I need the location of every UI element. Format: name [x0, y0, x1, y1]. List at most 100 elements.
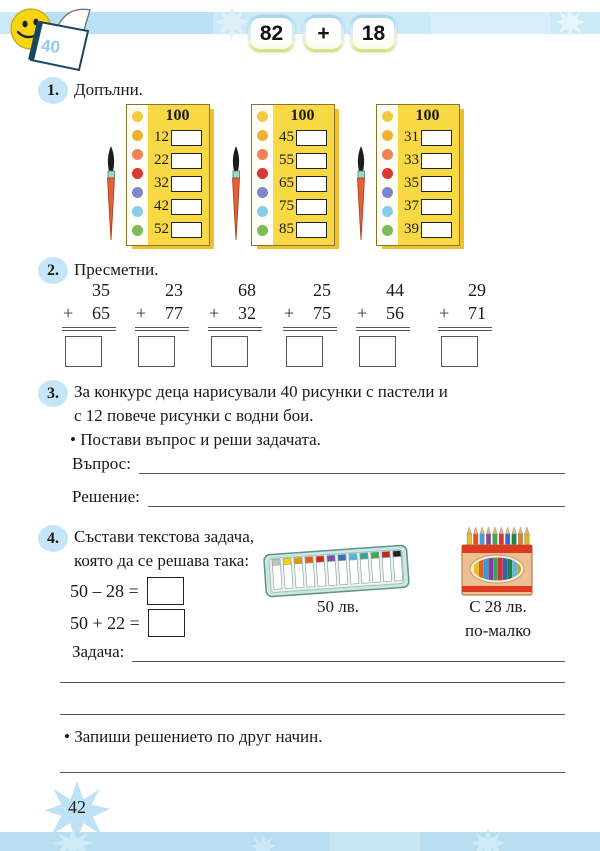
addend-bottom: 75: [313, 303, 331, 323]
addend: 75: [279, 198, 294, 214]
addend-bottom: 65: [92, 303, 110, 323]
answer-box[interactable]: [421, 152, 452, 169]
addend-bottom: 56: [386, 303, 404, 323]
addition-problem-4: 25 +75: [283, 279, 345, 367]
addend-top: 29: [468, 280, 486, 300]
complement-panel-group-1: 100 12 22 32 42 52: [99, 104, 210, 246]
paint-set-image: [263, 544, 410, 598]
panel-body: 100 31 33 35 37 39: [398, 105, 459, 245]
addition-problem-2: 23 +77: [135, 279, 197, 367]
sum-answer-box[interactable]: [359, 336, 396, 367]
solution-label: Решение:: [72, 487, 140, 506]
answer-box[interactable]: [296, 198, 327, 215]
dot-orange: [382, 149, 393, 160]
paintbrush-icon: [232, 146, 240, 241]
answer-box[interactable]: [296, 175, 327, 192]
addition-equation: 50 + 22 =: [70, 609, 185, 637]
star-decoration: [470, 829, 506, 851]
paints-price-label: 50 лв.: [316, 597, 359, 616]
answer-box[interactable]: [421, 198, 452, 215]
question-label: Въпрос:: [72, 454, 131, 473]
answer-box[interactable]: [171, 175, 202, 192]
answer-box[interactable]: [296, 129, 327, 146]
addition-problem-1: 35 +65: [62, 279, 124, 367]
addend-top: 44: [386, 280, 404, 300]
number-panel: 100 45 55 65 75 85: [251, 104, 335, 246]
question-write-line[interactable]: [138, 453, 565, 474]
subtraction-answer-box[interactable]: [146, 577, 184, 605]
answer-box[interactable]: [421, 175, 452, 192]
answer-box[interactable]: [421, 129, 452, 146]
dot-purple: [382, 187, 393, 198]
dot-orange: [257, 149, 268, 160]
paint-dots: [252, 105, 273, 245]
addend-top: 23: [165, 280, 183, 300]
dot-yellow: [382, 111, 393, 122]
pencil-box-image: [461, 526, 533, 596]
answer-box[interactable]: [296, 152, 327, 169]
equals-line: [356, 327, 410, 331]
exercise4-bullet: • Запиши решението по друг начин.: [64, 727, 323, 746]
answer-box[interactable]: [421, 221, 452, 238]
exercise4-text-line1: Състави текстова задача,: [74, 527, 255, 546]
addend: 32: [154, 175, 169, 191]
dot-yellow: [132, 111, 143, 122]
star-decoration: [215, 6, 249, 40]
addend-top: 68: [238, 280, 256, 300]
addend: 31: [404, 129, 419, 145]
addend: 37: [404, 198, 419, 214]
addition-problem-3: 68 +32: [208, 279, 270, 367]
equals-line: [135, 327, 189, 331]
equation-operand1-chip: 82: [248, 15, 295, 52]
solution-write-line[interactable]: [147, 486, 565, 507]
answer-box[interactable]: [171, 198, 202, 215]
write-line[interactable]: [60, 752, 565, 773]
write-line[interactable]: [60, 662, 565, 683]
exercise2-number: 2.: [38, 257, 68, 284]
addend: 45: [279, 129, 294, 145]
answer-box[interactable]: [171, 221, 202, 238]
task-label: Задача:: [72, 642, 125, 661]
operand2-value: 18: [353, 18, 394, 49]
dot-green: [257, 225, 268, 236]
task-field: Задача:: [72, 641, 565, 662]
pencils-price-line1: С 28 лв.: [469, 597, 527, 616]
plus-sign: +: [63, 303, 74, 323]
paintbrush-icon: [107, 146, 115, 241]
dot-green: [382, 225, 393, 236]
task-write-line[interactable]: [132, 641, 565, 662]
sum-answer-box[interactable]: [138, 336, 175, 367]
exercise3-text-line2: с 12 повече рисунки с водни бои.: [74, 406, 314, 425]
complement-panel-group-3: 100 31 33 35 37 39: [349, 104, 460, 246]
dot-purple: [257, 187, 268, 198]
panel-total: 100: [415, 107, 440, 124]
sum-answer-box[interactable]: [441, 336, 478, 367]
star-decoration: [250, 834, 276, 851]
exercise3-text-line1: За конкурс деца нарисували 40 рисунки с …: [74, 382, 448, 401]
dot-red: [132, 168, 143, 179]
sum-answer-box[interactable]: [211, 336, 248, 367]
addend: 22: [154, 152, 169, 168]
answer-box[interactable]: [171, 129, 202, 146]
equals-line: [283, 327, 337, 331]
operator-value: +: [306, 18, 341, 49]
addend: 42: [154, 198, 169, 214]
subtraction-expression: 50 – 28 =: [70, 580, 139, 601]
dot-lightblue: [382, 206, 393, 217]
write-line[interactable]: [60, 694, 565, 715]
dot-lightblue: [257, 206, 268, 217]
addend-top: 25: [313, 280, 331, 300]
sum-answer-box[interactable]: [65, 336, 102, 367]
addend: 55: [279, 152, 294, 168]
addend: 39: [404, 221, 419, 237]
addend: 85: [279, 221, 294, 237]
plus-sign: +: [439, 303, 450, 323]
exercise4-number: 4.: [38, 525, 68, 552]
answer-box[interactable]: [296, 221, 327, 238]
sum-answer-box[interactable]: [286, 336, 323, 367]
complement-panel-group-2: 100 45 55 65 75 85: [224, 104, 335, 246]
answer-box[interactable]: [171, 152, 202, 169]
dot-red: [257, 168, 268, 179]
addition-answer-box[interactable]: [147, 609, 185, 637]
book-page-badge: 40: [40, 36, 61, 57]
